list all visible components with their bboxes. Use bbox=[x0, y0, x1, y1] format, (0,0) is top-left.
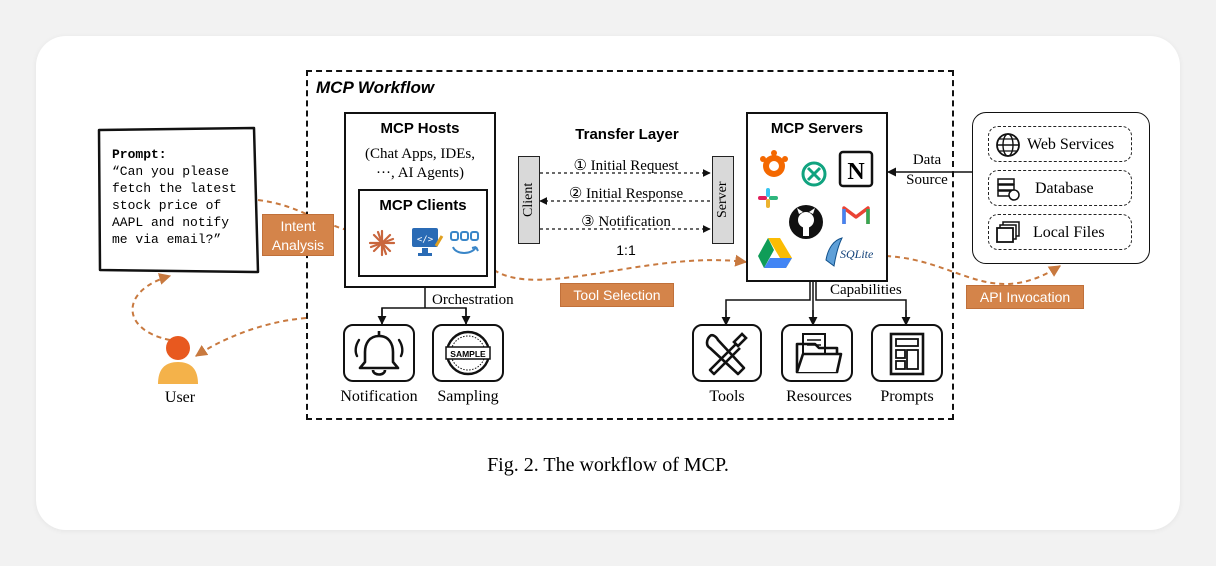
notification-label: Notification bbox=[340, 388, 418, 405]
grafana-icon bbox=[760, 150, 788, 177]
gmail-icon bbox=[842, 206, 870, 224]
hosts-subtitle: (Chat Apps, IDEs, ···, AI Agents) bbox=[344, 145, 496, 183]
orchestration-label: Orchestration bbox=[432, 292, 514, 308]
server-bar: Server bbox=[712, 156, 734, 244]
openai-icon bbox=[801, 161, 827, 187]
files-icon bbox=[996, 221, 1020, 243]
web-services-label: Web Services bbox=[1027, 136, 1115, 153]
prompt-template-icon bbox=[889, 332, 925, 376]
capabilities-lines bbox=[725, 282, 907, 324]
database-label: Database bbox=[1035, 180, 1094, 197]
hosts-title: MCP Hosts bbox=[380, 120, 460, 137]
prompt-line: AAPL and notify bbox=[112, 215, 230, 230]
ratio-label: 1:1 bbox=[616, 242, 636, 258]
msg-initial-request: ① Initial Request bbox=[573, 158, 679, 174]
web-services-item: Web Services bbox=[988, 126, 1132, 162]
google-drive-icon bbox=[758, 238, 792, 268]
folder-icon bbox=[795, 333, 843, 374]
prompt-box-border bbox=[97, 126, 260, 274]
user-label: User bbox=[164, 389, 196, 406]
notion-icon: N bbox=[838, 150, 874, 188]
sampling-label: Sampling bbox=[437, 388, 499, 405]
ide-monitor-icon: </> bbox=[412, 228, 444, 256]
prompt-heading: Prompt: bbox=[112, 147, 167, 162]
ai-agents-icon bbox=[450, 231, 479, 254]
notification-box bbox=[343, 324, 415, 382]
data-source-label: Data Source bbox=[898, 150, 956, 190]
local-files-item: Local Files bbox=[988, 214, 1132, 250]
intent-tag-line: Analysis bbox=[271, 237, 325, 253]
github-icon bbox=[789, 205, 823, 239]
api-invocation-arrow bbox=[885, 255, 1062, 285]
resources-label: Resources bbox=[786, 388, 852, 405]
msg-initial-response: ② Initial Response bbox=[568, 186, 684, 202]
bell-icon bbox=[354, 331, 404, 376]
resources-box bbox=[781, 324, 853, 382]
prompts-label: Prompts bbox=[880, 388, 934, 405]
msg-notification: ③ Notification bbox=[581, 214, 671, 230]
globe-icon bbox=[996, 133, 1020, 157]
svg-text:</>: </> bbox=[417, 235, 434, 245]
capabilities-label: Capabilities bbox=[830, 282, 902, 298]
tools-icon bbox=[705, 332, 748, 376]
workflow-title: MCP Workflow bbox=[316, 78, 435, 97]
prompt-line: fetch the latest bbox=[112, 181, 237, 196]
database-icon bbox=[997, 178, 1020, 201]
local-files-label: Local Files bbox=[1033, 224, 1105, 241]
slack-icon bbox=[758, 188, 778, 208]
data-source-line: Source bbox=[906, 172, 948, 188]
figure-caption: Fig. 2. The workflow of MCP. bbox=[487, 454, 729, 476]
tool-selection-arrow bbox=[493, 254, 748, 281]
transfer-layer-title: Transfer Layer bbox=[575, 126, 679, 143]
server-bar-label: Server bbox=[715, 181, 730, 219]
hosts-subtitle-line: ···, AI Agents) bbox=[376, 165, 464, 181]
sqlite-icon: SQLite bbox=[825, 237, 874, 267]
clients-title: MCP Clients bbox=[379, 197, 467, 214]
sampling-box: SAMPLE bbox=[432, 324, 504, 382]
server-logos: N SQLite bbox=[758, 150, 874, 268]
servers-title: MCP Servers bbox=[770, 120, 864, 137]
user-to-prompt-arrow bbox=[131, 273, 172, 341]
data-source-line: Data bbox=[912, 152, 942, 168]
client-bar-label: Client bbox=[521, 182, 536, 218]
sqlite-text: SQLite bbox=[840, 247, 874, 261]
stamp-text: SAMPLE bbox=[450, 349, 486, 359]
prompt-line: stock price of bbox=[112, 198, 222, 213]
client-icons: </> bbox=[368, 228, 479, 257]
api-invocation-tag: API Invocation bbox=[966, 285, 1084, 309]
tools-label: Tools bbox=[709, 388, 745, 405]
user-icon bbox=[158, 336, 198, 384]
sample-stamp-icon: SAMPLE bbox=[445, 330, 491, 376]
database-item: Database bbox=[988, 170, 1132, 206]
client-bar: Client bbox=[518, 156, 540, 244]
hosts-subtitle-line: (Chat Apps, IDEs, bbox=[365, 146, 475, 162]
prompt-box: Prompt: “Can you please fetch the latest… bbox=[96, 126, 258, 272]
intent-analysis-tag: Intent Analysis bbox=[262, 214, 334, 256]
prompt-line: me via email?” bbox=[112, 232, 222, 247]
svg-text:N: N bbox=[847, 159, 865, 185]
claude-sunburst-icon bbox=[368, 229, 396, 257]
tools-box bbox=[692, 324, 762, 382]
result-to-user-arrow bbox=[195, 317, 307, 357]
tool-selection-tag: Tool Selection bbox=[560, 283, 674, 307]
prompt-line: “Can you please bbox=[112, 164, 230, 179]
intent-tag-line: Intent bbox=[280, 218, 316, 234]
prompts-box bbox=[871, 324, 943, 382]
